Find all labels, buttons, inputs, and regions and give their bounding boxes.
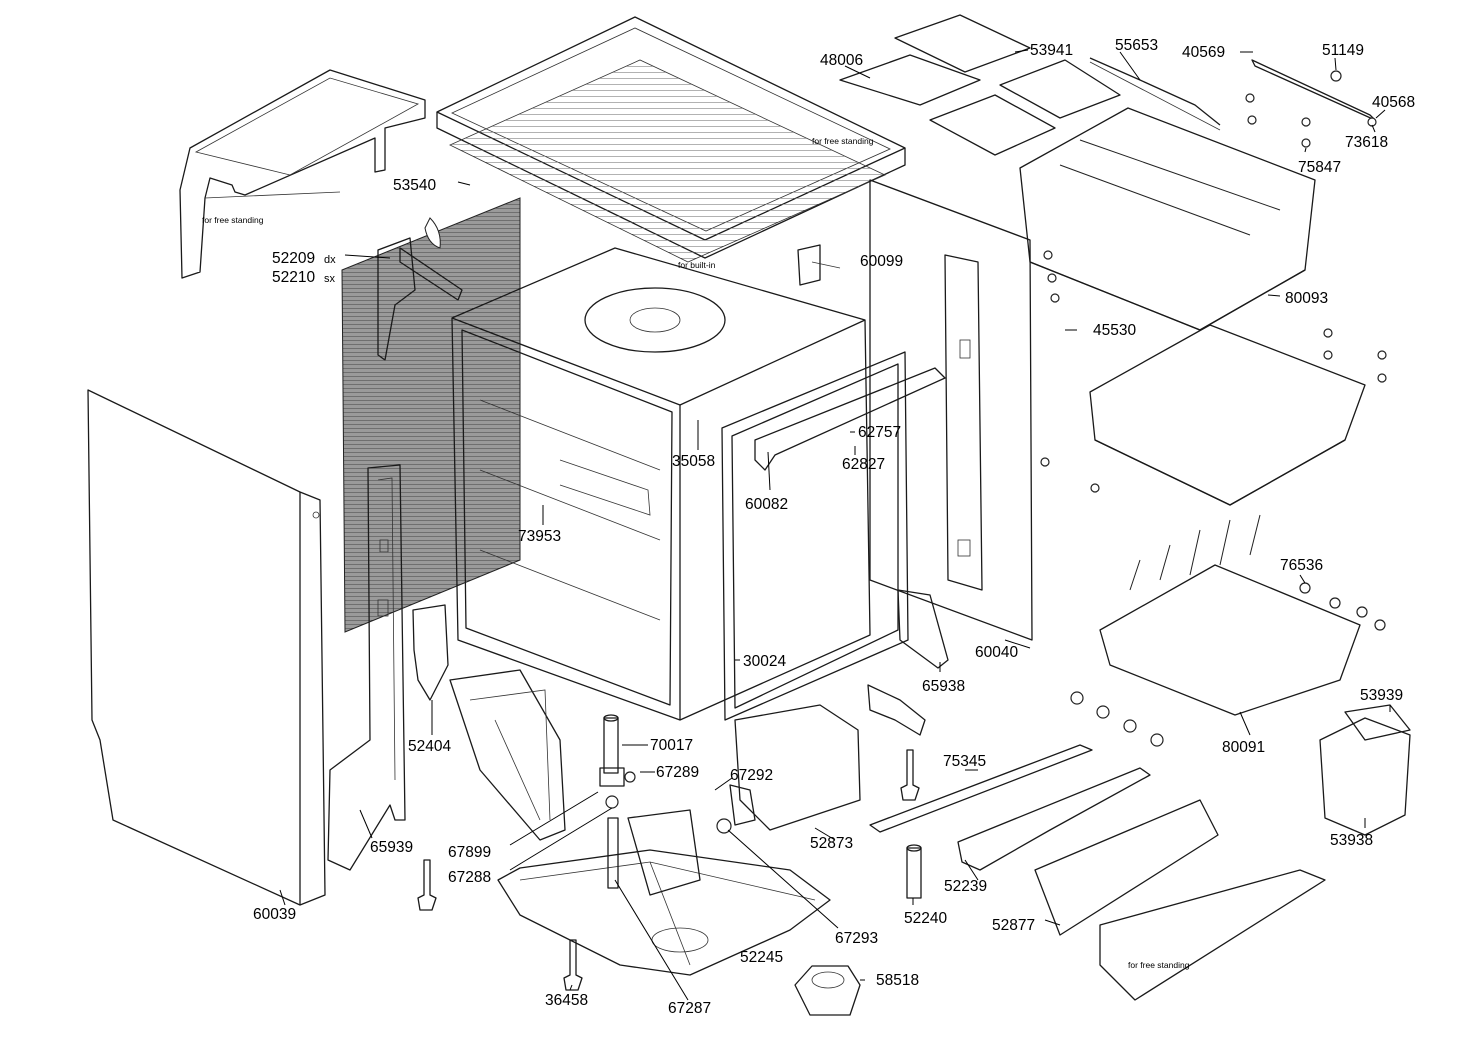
plinth-free-standing	[1099, 869, 1326, 1001]
label-67289: 67289	[656, 764, 699, 781]
label-53540: 53540	[393, 177, 436, 194]
label-67899: 67899	[448, 844, 491, 861]
label-45530: 45530	[1093, 322, 1136, 339]
bracket-60099	[797, 244, 841, 286]
label-30024: 30024	[743, 653, 786, 670]
label-52877: 52877	[992, 917, 1035, 934]
rear-panel	[869, 179, 1033, 641]
label-52240: 52240	[904, 910, 947, 927]
label-73618: 73618	[1345, 134, 1388, 151]
corner-bracket-65938	[897, 589, 949, 669]
label-67293: 67293	[835, 930, 878, 947]
part-labels: 48006 53941 55653 40569 51149 40568 7361…	[253, 37, 1415, 1017]
label-80093: 80093	[1285, 290, 1328, 307]
label-53939: 53939	[1360, 687, 1403, 704]
rail-51149	[1251, 59, 1377, 127]
label-60082: 60082	[745, 496, 788, 513]
middle-basket	[1089, 324, 1366, 506]
label-52245: 52245	[740, 949, 783, 966]
label-52239: 52239	[944, 878, 987, 895]
label-53938: 53938	[1330, 832, 1373, 849]
label-52404: 52404	[408, 738, 451, 755]
left-side-frame	[327, 464, 406, 871]
label-62757: 62757	[858, 424, 901, 441]
plinth-52877	[1034, 799, 1219, 936]
tub	[451, 247, 871, 721]
label-67292: 67292	[730, 767, 773, 784]
label-65938: 65938	[922, 678, 965, 695]
label-40569: 40569	[1182, 44, 1225, 61]
label-62827: 62827	[842, 456, 885, 473]
label-52210: 52210	[272, 269, 315, 286]
label-65939: 65939	[370, 839, 413, 856]
label-76536: 76536	[1280, 557, 1323, 574]
label-36458: 36458	[545, 992, 588, 1009]
label-53941: 53941	[1030, 42, 1073, 59]
side-bracket	[377, 237, 463, 361]
label-40568: 40568	[1372, 94, 1415, 111]
lower-basket	[1099, 514, 1361, 716]
label-67288: 67288	[448, 869, 491, 886]
note-free-standing-plinth: for free standing	[1128, 960, 1190, 970]
pin-52240	[906, 844, 922, 899]
note-free-standing-tray: for free standing	[202, 215, 264, 225]
base-frame-52873	[734, 704, 861, 831]
sump-tube	[599, 714, 625, 787]
box-52404	[412, 604, 449, 701]
label-60040: 60040	[975, 644, 1018, 661]
label-52873: 52873	[810, 835, 853, 852]
label-60039: 60039	[253, 906, 296, 923]
filter-58518	[794, 965, 861, 1016]
basket-wheels	[1040, 93, 1387, 747]
label-60099: 60099	[860, 253, 903, 270]
pump-assembly	[627, 784, 756, 896]
label-70017: 70017	[650, 737, 693, 754]
label-35058: 35058	[672, 453, 715, 470]
cutlery-basket	[1319, 704, 1411, 836]
screw-67287	[607, 817, 619, 889]
spray-arm-55653	[1089, 57, 1221, 131]
label-52209: 52209	[272, 250, 315, 267]
trim-strip-75345	[869, 744, 1093, 833]
installation-notes: for free standing for free standing for …	[202, 136, 1190, 970]
cutlery-trays	[839, 14, 1121, 156]
upper-basket	[1019, 107, 1316, 331]
top-tray-left	[179, 69, 426, 279]
label-55653: 55653	[1115, 37, 1158, 54]
label-51149: 51149	[1322, 42, 1364, 59]
label-52210-suffix: sx	[324, 273, 336, 285]
note-free-standing-top: for free standing	[812, 136, 874, 146]
base-frame-left	[449, 669, 566, 841]
label-58518: 58518	[876, 972, 919, 989]
bracket-near-65938	[867, 684, 926, 736]
door-seal	[721, 351, 909, 721]
label-67287: 67287	[668, 1000, 711, 1017]
door-panel	[87, 389, 326, 906]
adjustable-feet	[417, 749, 920, 991]
label-73953: 73953	[518, 528, 561, 545]
label-52209-suffix: dx	[324, 254, 336, 266]
worktop-insulation	[449, 59, 886, 263]
label-80091: 80091	[1222, 739, 1265, 756]
note-built-in: for built-in	[678, 260, 716, 270]
label-75847: 75847	[1298, 159, 1341, 176]
rail-52239	[957, 767, 1151, 871]
label-75345: 75345	[943, 753, 986, 770]
fittings	[605, 771, 732, 834]
label-48006: 48006	[820, 52, 863, 69]
leader-lines	[279, 49, 1391, 1001]
side-insulation-panel	[341, 197, 521, 633]
frame-bar	[754, 367, 946, 471]
